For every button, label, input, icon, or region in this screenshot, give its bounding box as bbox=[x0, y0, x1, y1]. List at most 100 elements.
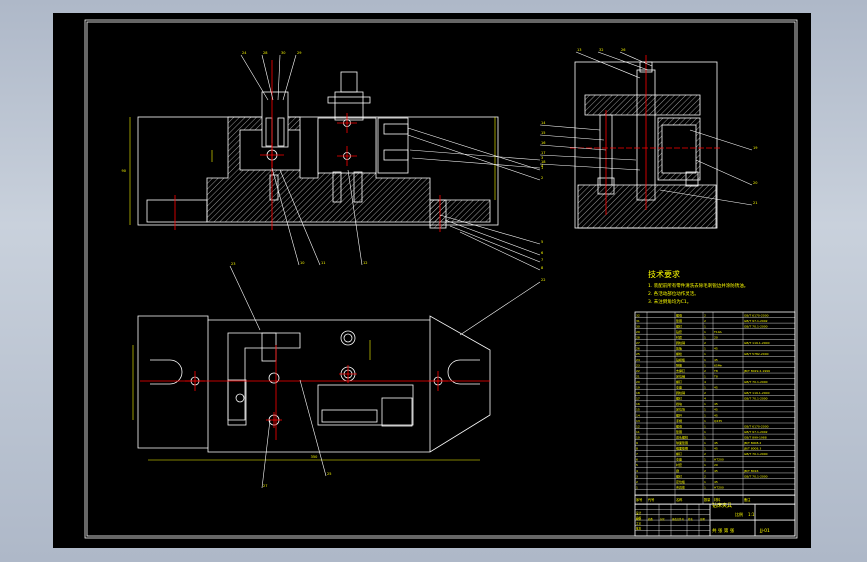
bom-cell-24-0: 8 bbox=[636, 447, 638, 451]
bom-cell-30-0: 2 bbox=[636, 480, 638, 484]
bom-cell-6-4: 45 bbox=[714, 347, 718, 351]
bom-cell-20-2: 螺母 bbox=[676, 423, 682, 428]
front-screw-1 bbox=[383, 123, 409, 135]
bom-cell-5-3: 2 bbox=[704, 341, 706, 345]
bom-cell-14-3: 2 bbox=[704, 391, 706, 395]
front-left-lug bbox=[146, 199, 208, 223]
bom-cell-11-4: T8 bbox=[713, 374, 718, 378]
title-role-3: 批准 bbox=[636, 527, 642, 531]
bom-cell-15-5: GB/T 70.1-2000 bbox=[744, 397, 768, 401]
bom-cell-12-2: 螺钉 bbox=[676, 379, 682, 384]
title-rowlabel-2: 分区 bbox=[660, 517, 665, 521]
bom-cell-18-4: 45 bbox=[714, 413, 718, 417]
bom-cell-27-3: 1 bbox=[704, 463, 706, 467]
front-balloon-bottom-1-label: 11 bbox=[321, 261, 325, 265]
bom-cell-19-2: 手柄 bbox=[676, 418, 682, 423]
bom-cell-27-4: 20 bbox=[714, 463, 718, 467]
front-balloon-bottom-0-leader bbox=[271, 167, 300, 266]
front-bushing-in-r bbox=[277, 117, 285, 147]
side-balloon-right-2-label: 21 bbox=[753, 201, 757, 205]
front-balloon-right-0-leader bbox=[407, 127, 541, 171]
plan-right-slot bbox=[447, 359, 480, 385]
front-balloon-top-1-leader bbox=[261, 54, 274, 101]
bom-cell-0-3: 2 bbox=[704, 313, 706, 317]
bom-cell-2-5: GB/T 70.1-2000 bbox=[744, 324, 768, 328]
bom-cell-7-3: 1 bbox=[704, 352, 706, 356]
bom-header-2: 名称 bbox=[676, 497, 683, 502]
front-bottom-key bbox=[429, 199, 447, 229]
bom-cell-0-5: GB/T 6170-2000 bbox=[744, 313, 769, 317]
bom-cell-8-0: 24 bbox=[636, 358, 640, 362]
front-side-block bbox=[377, 117, 409, 174]
bom-cell-23-3: 1 bbox=[704, 441, 706, 445]
bom-cell-2-2: 螺钉 bbox=[676, 323, 682, 328]
notes-item-3: 3. 未注倒角均为C1。 bbox=[648, 298, 691, 305]
bom-cell-6-0: 26 bbox=[636, 347, 640, 351]
side-base-hatch bbox=[577, 184, 717, 229]
bom-cell-12-0: 20 bbox=[636, 380, 640, 384]
bom-cell-9-2: 弹簧 bbox=[676, 362, 682, 367]
bom-header-3: 数量 bbox=[704, 497, 711, 502]
side-balloon-top-1-leader bbox=[597, 51, 649, 71]
bom-cell-22-5: GB/T 899-1988 bbox=[744, 435, 767, 439]
bom-cell-19-0: 13 bbox=[636, 419, 640, 423]
bom-cell-11-3: 1 bbox=[704, 374, 706, 378]
front-balloon-top-1-label: 28 bbox=[263, 51, 267, 55]
front-balloon-right-2-leader bbox=[409, 149, 541, 161]
front-balloon-right-5-label: 6 bbox=[541, 251, 543, 255]
front-balloon-right-5-leader bbox=[444, 219, 541, 256]
bom-cell-28-0: 4 bbox=[636, 469, 638, 473]
bom-cell-4-2: 衬套 bbox=[676, 335, 682, 340]
front-balloon-right-7-label: 8 bbox=[541, 266, 543, 270]
bom-cell-13-4: 45 bbox=[714, 386, 718, 390]
bom-cell-12-5: GB/T 70.1-2000 bbox=[744, 380, 768, 384]
bom-cell-23-0: 9 bbox=[636, 441, 638, 445]
technical-requirements: 技术要求 1. 装配前所有零件清洗去除毛刺锐边并涂防锈油。 2. 各活动部位动作… bbox=[648, 269, 748, 305]
bom-cell-19-3: 1 bbox=[704, 419, 706, 423]
plan-balloon-2-label: 27 bbox=[263, 484, 267, 488]
plan-left-slot bbox=[150, 359, 183, 385]
side-balloon-top-2-leader bbox=[619, 51, 653, 67]
bom-cell-24-3: 1 bbox=[704, 447, 706, 451]
front-balloon-right-0-label: 1 bbox=[541, 166, 543, 170]
bom-cell-8-3: 1 bbox=[704, 358, 706, 362]
bom-cell-24-2: 锥面垫圈 bbox=[676, 446, 688, 451]
title-sheet: 共 张 第 张 bbox=[712, 527, 735, 534]
bom-cell-16-3: 1 bbox=[704, 402, 706, 406]
front-balloon-top-3-label: 29 bbox=[297, 51, 301, 55]
title-scale-label: 比例 bbox=[735, 511, 743, 517]
plan-balloon-0-leader bbox=[229, 265, 261, 331]
bom-cell-14-2: 圆柱销 bbox=[676, 390, 685, 395]
bom-cell-16-4: 45 bbox=[714, 402, 718, 406]
bom-cell-3-4: T10A bbox=[713, 330, 723, 334]
bom-cell-25-5: GB/T 70.1-2000 bbox=[744, 452, 768, 456]
title-rowlabel-0: 标记 bbox=[636, 517, 641, 521]
bom-cell-31-4: HT200 bbox=[714, 485, 724, 489]
bom-cell-7-5: GB/T 5782-2000 bbox=[744, 352, 769, 356]
bom-cell-30-3: 1 bbox=[704, 480, 706, 484]
bom-cell-19-4: Q235 bbox=[714, 419, 722, 423]
bom-cell-17-0: 15 bbox=[636, 408, 640, 412]
bom-cell-20-0: 12 bbox=[636, 424, 640, 428]
bom-cell-5-2: 圆柱销 bbox=[676, 340, 685, 345]
plan-top-nut-outer bbox=[340, 330, 356, 346]
notes-item-2: 2. 各活动部位动作灵活。 bbox=[648, 290, 699, 297]
bom-cell-10-5: JB/T 8029.2-1999 bbox=[743, 369, 770, 373]
bom-cell-0-0: 32 bbox=[636, 313, 640, 317]
front-balloon-bottom-2-label: 12 bbox=[363, 261, 367, 265]
bom-cell-9-3: 1 bbox=[704, 363, 706, 367]
front-balloon-right-1-leader bbox=[407, 134, 541, 181]
bom-cell-26-4: HT200 bbox=[714, 458, 724, 462]
title-name: 钻床夹具 bbox=[712, 502, 732, 509]
title-rowlabel-1: 处数 bbox=[648, 517, 653, 521]
bom-cell-16-2: 挡块 bbox=[676, 401, 682, 406]
bom-cell-5-0: 27 bbox=[636, 341, 640, 345]
bom-cell-12-3: 4 bbox=[704, 380, 706, 384]
bom-cell-31-0: 1 bbox=[636, 485, 638, 489]
side-balloon-left-1-label: 15 bbox=[541, 131, 545, 135]
bom-cell-10-4: T8 bbox=[713, 369, 718, 373]
